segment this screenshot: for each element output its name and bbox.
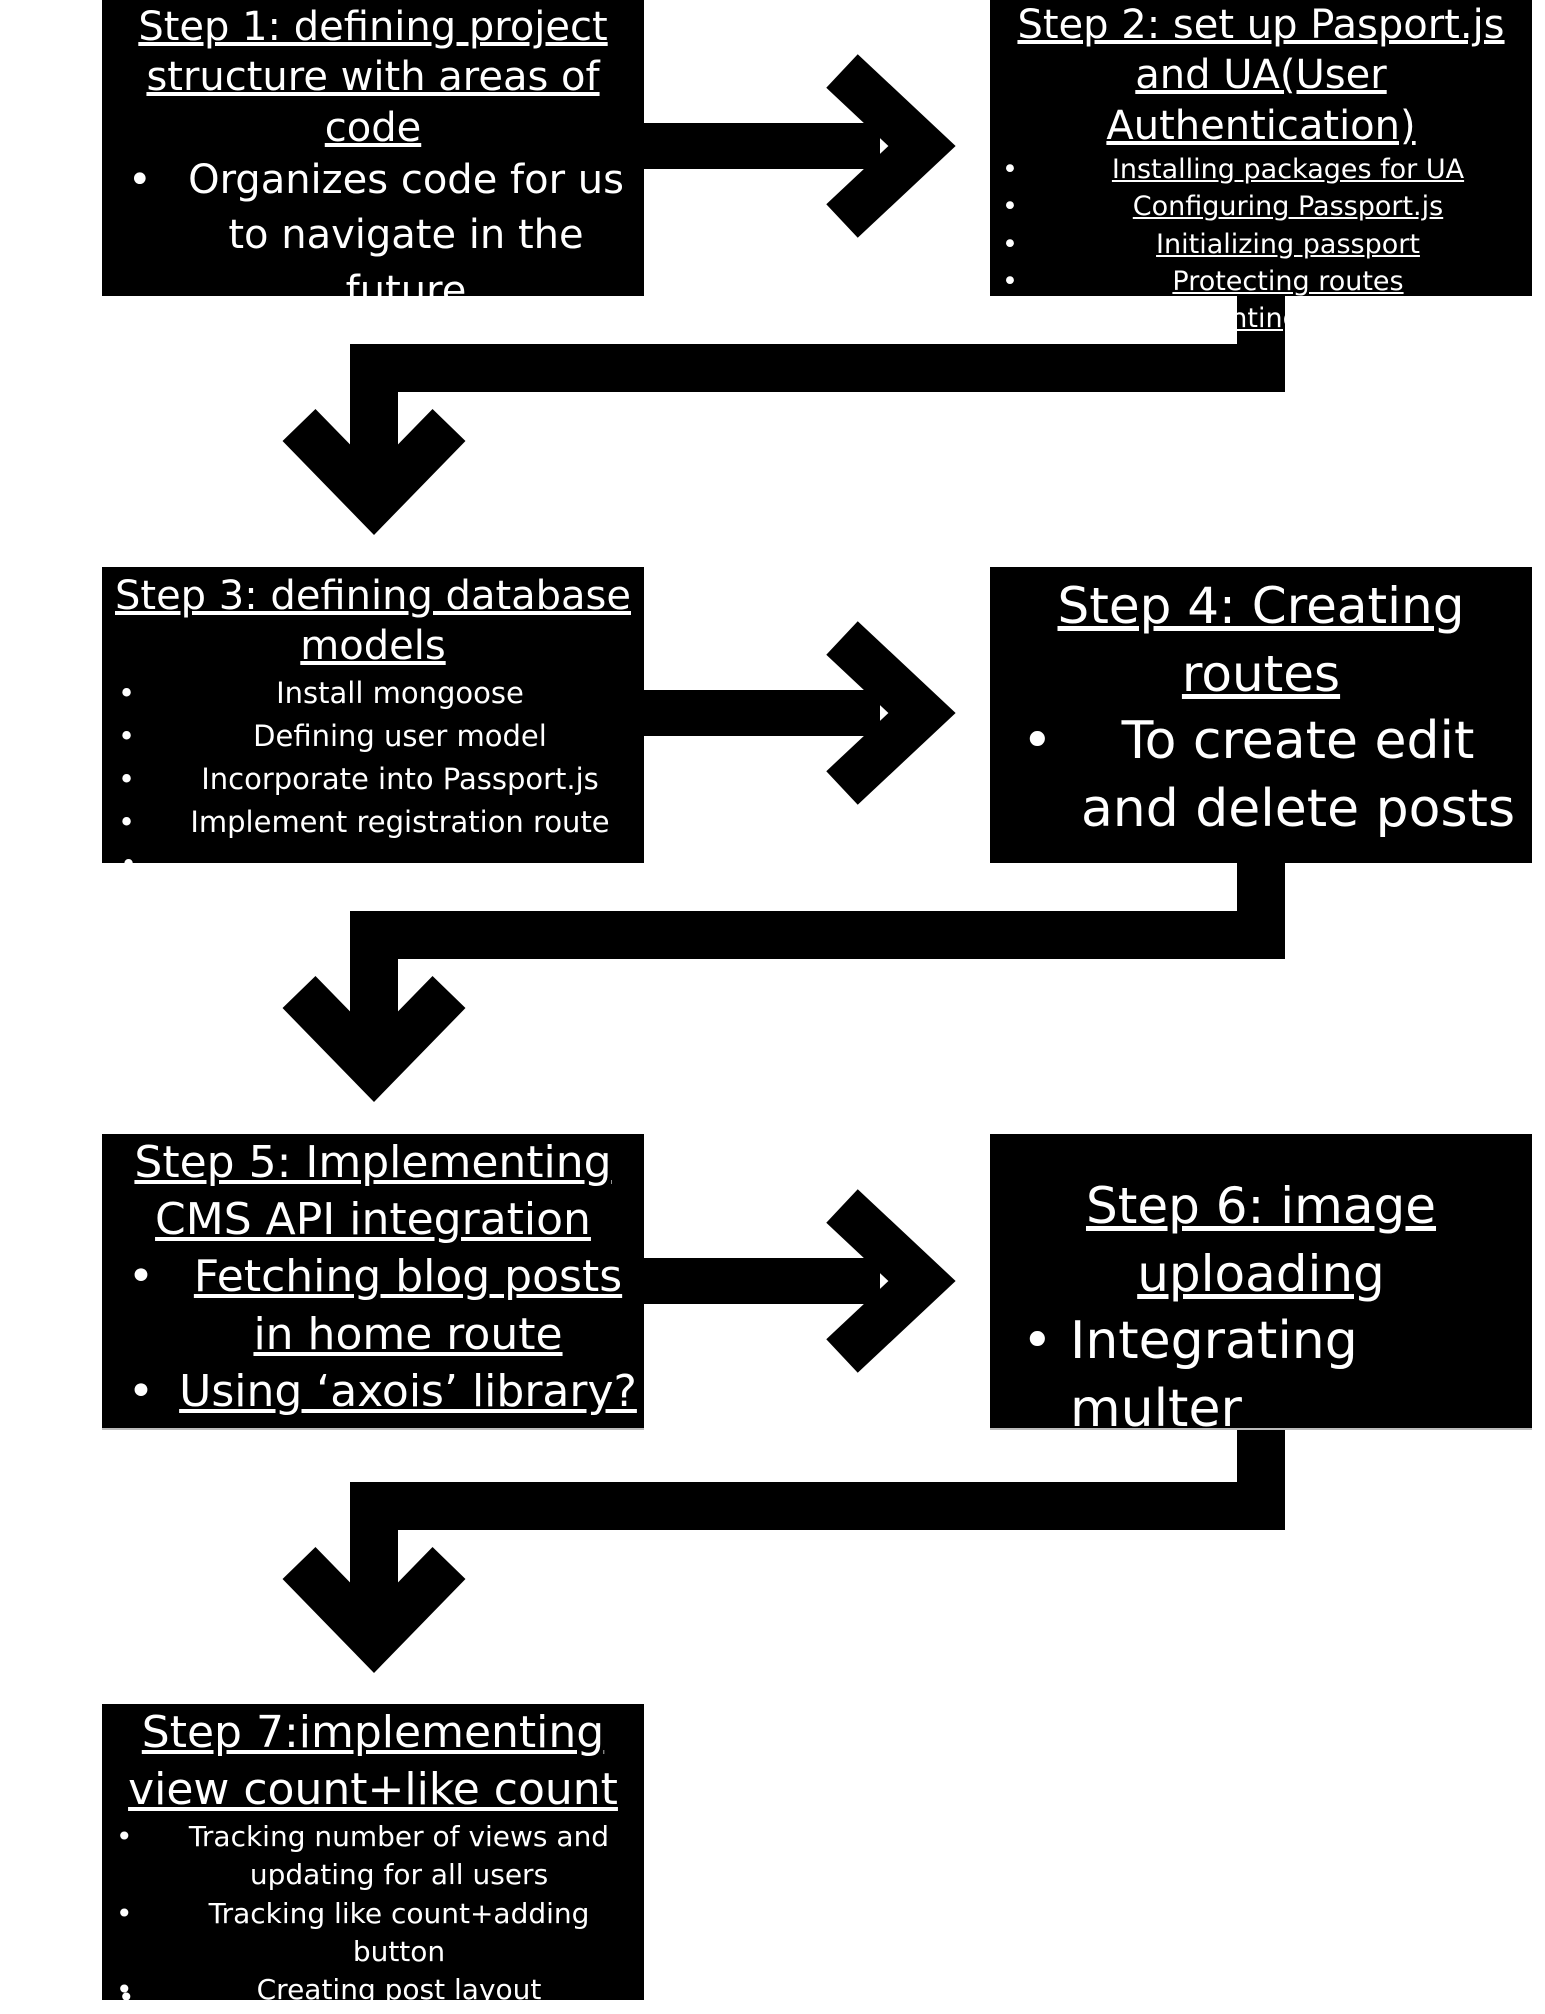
arrow-to-step5-head	[282, 975, 466, 1102]
step-6-bullet: Integrating multer	[990, 1308, 1532, 1443]
elbow-step4-to-step5-drop	[350, 911, 398, 1041]
step-3-bullets: Install mongoose Defining user model Inc…	[102, 672, 644, 845]
step-2-bullet: Configuring Passport.js	[990, 188, 1532, 226]
elbow-step2-to-step3-drop	[350, 344, 398, 474]
step-5-bullet: Using ‘axois’ library?	[102, 1363, 644, 1420]
step-2-bullets: Installing packages for UA Configuring P…	[990, 151, 1532, 338]
step-1-bullet: Organizes code for us to navigate in the…	[102, 153, 644, 319]
step-4-bullet: To create edit and delete posts	[990, 708, 1532, 843]
step-4-box: Step 4: Creating routes To create edit a…	[990, 567, 1532, 863]
step-3-bullet: Incorporate into Passport.js	[102, 758, 644, 801]
step-2-bullet: Implementing registration	[990, 300, 1532, 338]
step-6-bullets: Integrating multer	[990, 1308, 1532, 1443]
elbow-step6-to-step7-across	[350, 1482, 1285, 1530]
step-2-bullet: Installing packages for UA	[990, 151, 1532, 189]
arrow-step5-to-step6-shaft	[640, 1258, 880, 1304]
elbow-step4-to-step5-across	[350, 911, 1285, 959]
step-2-bullet: Protecting routes	[990, 263, 1532, 301]
step-4-title: Step 4: Creating routes	[1057, 577, 1465, 703]
step-7-bullet: Tracking number of views and updating fo…	[102, 1818, 644, 1894]
step-3-bullet: Implement registration route	[102, 801, 644, 844]
arrow-step5-to-step6-head	[826, 1189, 956, 1373]
step-5-title: Step 5: Implementing CMS API integration	[134, 1137, 612, 1246]
arrow-to-step7-head	[282, 1546, 466, 1673]
step-7-bullets: Tracking number of views and updating fo…	[102, 1818, 644, 2008]
step-3-bullet: Defining user model	[102, 715, 644, 758]
step-7-bullet: Creating post layout	[102, 1971, 644, 2009]
arrow-step3-to-step4-shaft	[640, 690, 880, 736]
arrow-to-step3-head	[282, 408, 466, 535]
step-3-title: Step 3: defining database models	[115, 573, 631, 670]
step-6-box: Step 6: image uploading Integrating mult…	[990, 1134, 1532, 1439]
step-3-box: Step 3: defining database models Install…	[102, 567, 644, 881]
step-7-box: Step 7:implementing view count+like coun…	[102, 1704, 644, 2014]
arrow-step1-to-step2-shaft	[640, 123, 880, 169]
step-1-bullets: Organizes code for us to navigate in the…	[102, 153, 644, 319]
step-5-bullets: Fetching blog posts in home route Using …	[102, 1248, 644, 1420]
elbow-step2-to-step3-across	[350, 344, 1285, 392]
step-7-title: Step 7:implementing view count+like coun…	[128, 1707, 618, 1816]
step-3-empty-bullet: •	[120, 847, 138, 881]
step-2-title: Step 2: set up Pasport.js and UA(User Au…	[1017, 2, 1505, 149]
step-3-bullet: Install mongoose	[102, 672, 644, 715]
step-6-title: Step 6: image uploading	[1085, 1177, 1437, 1303]
step-2-bullet: Initializing passport	[990, 226, 1532, 264]
step-7-bullet: Tracking like count+adding button	[102, 1895, 644, 1971]
step-4-bullets: To create edit and delete posts	[990, 708, 1532, 843]
elbow-step6-to-step7-drop	[350, 1482, 398, 1612]
step-1-title: Step 1: defining project structure with …	[138, 4, 608, 151]
step-7-empty-bullet: •	[118, 1981, 135, 2014]
step-5-box: Step 5: Implementing CMS API integration…	[102, 1134, 644, 1430]
step-2-box: Step 2: set up Pasport.js and UA(User Au…	[990, 0, 1532, 338]
step-1-box: Step 1: defining project structure with …	[102, 0, 644, 314]
step-5-bullet: Fetching blog posts in home route	[102, 1248, 644, 1362]
arrow-step1-to-step2-head	[826, 54, 956, 238]
arrow-step3-to-step4-head	[826, 621, 956, 805]
